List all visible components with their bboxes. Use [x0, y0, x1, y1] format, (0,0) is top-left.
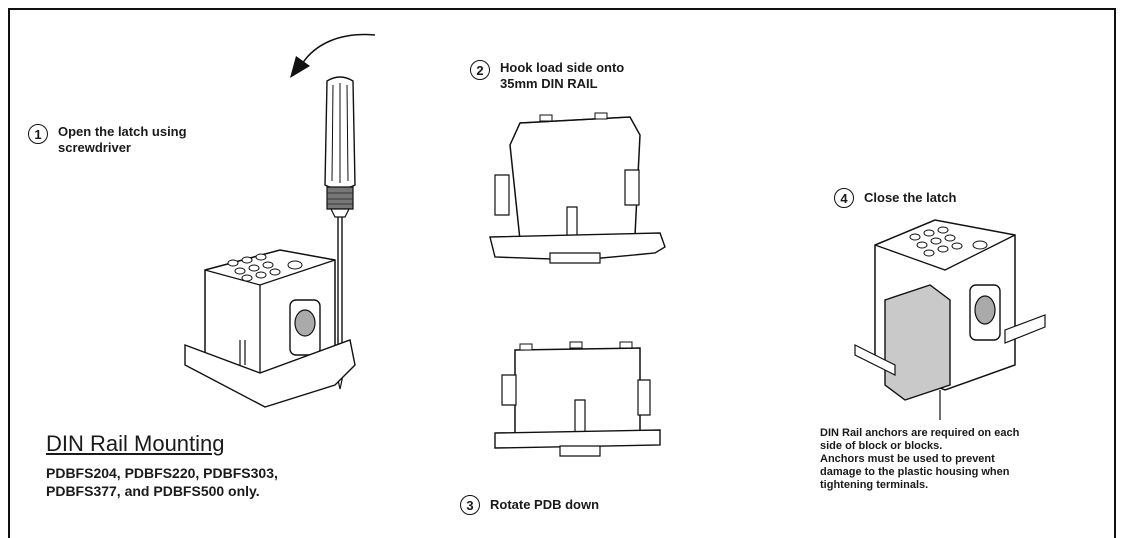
step-1-number: 1	[28, 124, 48, 144]
step-3-number: 3	[460, 495, 480, 515]
step-4-text: Close the latch	[864, 190, 957, 205]
distribution-block-icon	[855, 215, 1055, 415]
step-3: 3 Rotate PDB down	[460, 495, 599, 515]
distribution-block-icon	[490, 340, 670, 465]
diagram-frame	[8, 8, 1116, 538]
step-2-text: Hook load side onto 35mm DIN RAIL	[500, 60, 625, 91]
anchor-note: DIN Rail anchors are required on each si…	[820, 427, 1020, 491]
step-4-number: 4	[834, 188, 854, 208]
step-1: 1 Open the latch using screwdriver	[28, 124, 187, 156]
model-list: PDBFS204, PDBFS220, PDBFS303, PDBFS377, …	[46, 465, 278, 499]
step-1-text: Open the latch using screwdriver	[58, 124, 187, 155]
page-title: DIN Rail Mounting	[46, 431, 225, 456]
step-3-text: Rotate PDB down	[490, 497, 600, 512]
distribution-block-icon	[490, 115, 670, 270]
step-2-number: 2	[470, 60, 490, 80]
step-2: 2 Hook load side onto 35mm DIN RAIL	[470, 60, 624, 92]
rotation-arrow-icon	[290, 30, 380, 78]
distribution-block-icon	[185, 245, 365, 410]
step-4: 4 Close the latch	[834, 188, 956, 208]
screwdriver-icon	[315, 75, 365, 395]
